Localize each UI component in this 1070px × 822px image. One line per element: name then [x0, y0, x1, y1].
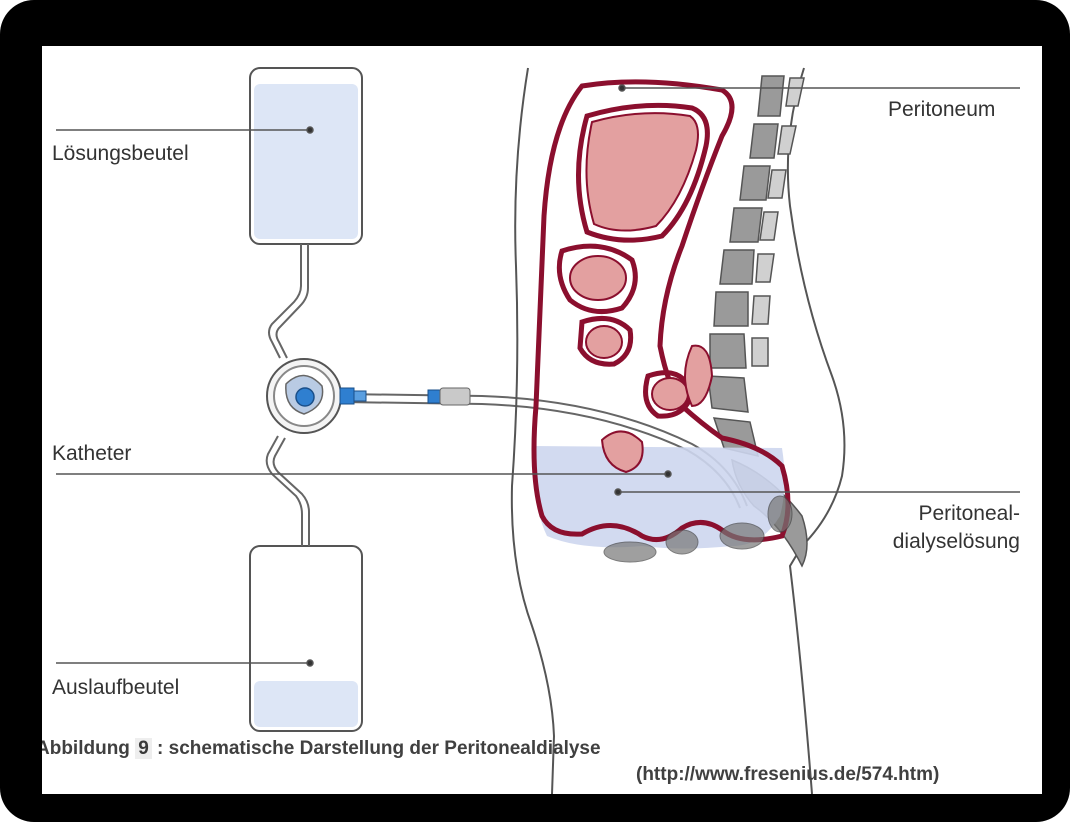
- caption-prefix: Abbildung: [42, 738, 135, 759]
- label-peritoneum: Peritoneum: [888, 98, 995, 122]
- caption-source: (http://www.fresenius.de/574.htm): [636, 764, 939, 786]
- caption-text: : schematische Darstellung der Peritonea…: [152, 738, 601, 759]
- label-dialysis-solution-line1: Peritoneal-: [888, 502, 1020, 526]
- y-connector: [267, 359, 341, 433]
- label-drain-bag: Auslaufbeutel: [52, 676, 179, 700]
- diagram-panel: Lösungsbeutel Katheter Auslaufbeutel Per…: [42, 46, 1042, 794]
- solution-bag: [250, 68, 362, 244]
- drain-bag: [250, 546, 362, 731]
- label-catheter: Katheter: [52, 442, 131, 466]
- figure-caption: Abbildung 9 : schematische Darstellung d…: [42, 738, 601, 760]
- label-dialysis-solution-line2: dialyselösung: [888, 530, 1020, 554]
- label-solution-bag: Lösungsbeutel: [52, 142, 189, 166]
- caption-number: 9: [135, 738, 152, 759]
- peritoneal-dialysis-diagram: [42, 46, 1042, 794]
